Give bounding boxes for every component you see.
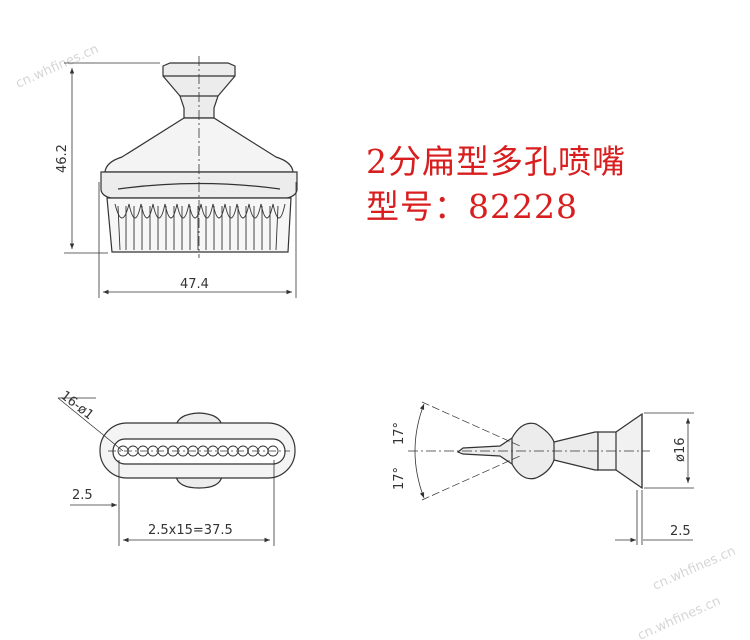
width-dimension: 47.4 [180,277,209,292]
side-view [408,401,650,501]
pitch-total-label: 2.5x15=37.5 [148,523,233,538]
product-title: 2分扁型多孔喷嘴 [366,142,626,181]
front-view [100,56,298,258]
bottom-knob-bottom [175,475,223,489]
model-number: 型号：82228 [366,187,578,226]
height-dimension: 46.2 [55,144,70,173]
bottom-dimensions [57,397,275,546]
front-dimensions [64,62,297,298]
diameter-label: ø16 [673,438,688,463]
bottom-view [99,412,296,489]
front-knob [162,62,236,119]
flange-label: 2.5 [670,524,691,539]
front-teeth [114,203,286,251]
side-dimensions [414,403,694,545]
bottom-slot [112,438,286,465]
holes-label: 16-ø1 [58,388,97,423]
watermark-corner: cn.whfines.cn [636,594,724,640]
pitch-offset-label: 2.5 [72,488,93,503]
watermark-top: cn.whfines.cn [14,42,102,92]
angle-lower-label: 17° [392,467,407,490]
watermark-bottom: cn.whfines.cn [651,544,739,594]
front-cone [104,117,294,173]
angle-upper-label: 17° [392,422,407,445]
